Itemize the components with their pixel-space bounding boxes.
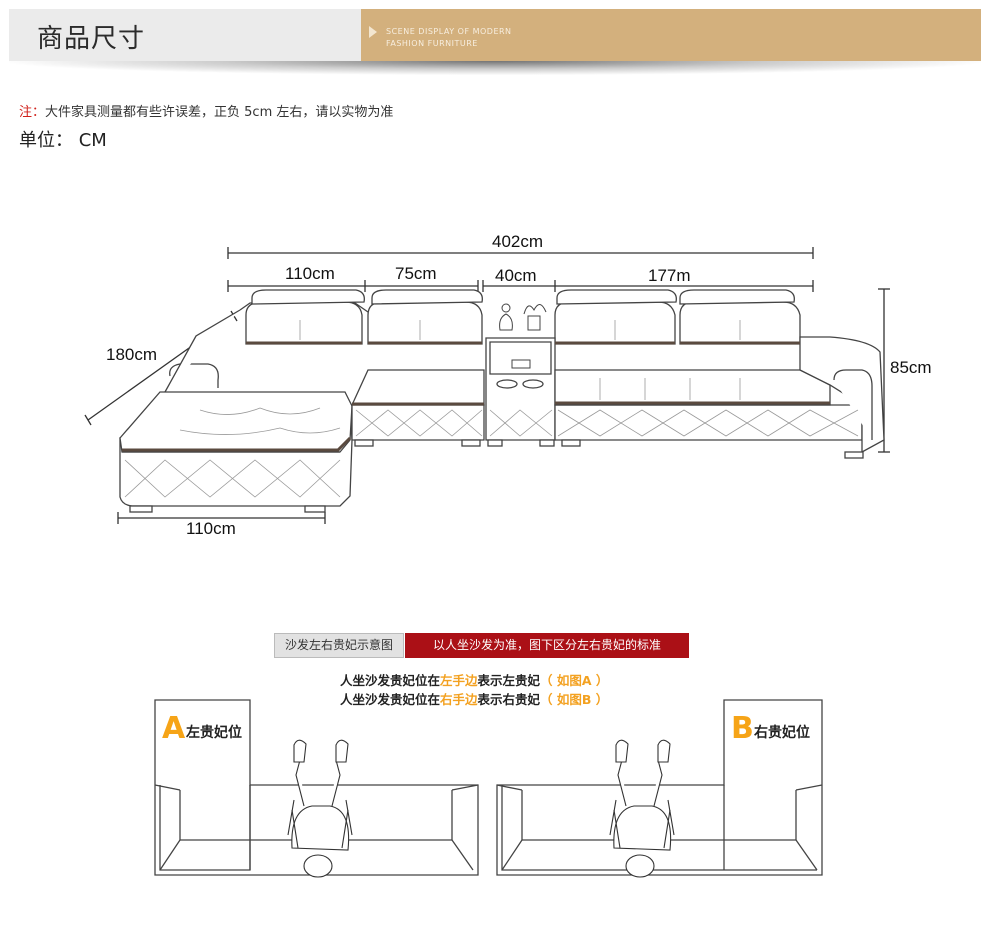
person-figure-a — [287, 739, 353, 878]
diagram-b-sofa — [496, 699, 823, 876]
header-shadow — [9, 61, 981, 75]
unit-label: 单位： CM — [19, 130, 107, 151]
explain-line2-highlight: 右手边 — [440, 692, 478, 707]
dimension-total-width: 402cm — [492, 232, 544, 251]
dimension-height: 85cm — [890, 358, 932, 377]
diagram-b-label: 右贵妃位 — [754, 725, 810, 741]
header-title: 商品尺寸 — [37, 24, 146, 54]
explain-line1-post: 表示左贵妃 — [477, 673, 541, 688]
explain-line1-tag: （ 如图A ） — [540, 673, 609, 688]
note-prefix: 注： — [19, 105, 46, 120]
dimension-console: 40cm — [495, 266, 537, 285]
explain-line2-pre: 人坐沙发贵妃位在 — [340, 692, 441, 707]
section-header: 商品尺寸 SCENE DISPLAY OF MODERN FASHION FUR… — [9, 9, 981, 61]
explain-line1-pre: 人坐沙发贵妃位在 — [340, 673, 441, 688]
diagram-a-letter: A — [162, 711, 186, 746]
header-title-panel: 商品尺寸 — [9, 9, 361, 61]
diagram-a-label: 左贵妃位 — [186, 725, 242, 741]
header-subtitle: SCENE DISPLAY OF MODERN FASHION FURNITUR… — [386, 26, 512, 50]
dimension-middle: 75cm — [395, 264, 437, 283]
dimension-right-section: 177m — [648, 266, 691, 285]
console-decor — [499, 303, 547, 369]
header-subtitle-line1: SCENE DISPLAY OF MODERN — [386, 27, 512, 36]
dimension-chaise-width: 110cm — [186, 519, 236, 538]
legend-banner: 以人坐沙发为准，图下区分左右贵妃的标准 — [405, 633, 689, 658]
sofa-trim — [122, 341, 830, 452]
dimension-depth: 180cm — [106, 345, 158, 364]
header-subtitle-panel: SCENE DISPLAY OF MODERN FASHION FURNITUR… — [361, 9, 981, 61]
explain-line1-highlight: 左手边 — [440, 673, 478, 688]
chaise-explanation: 人坐沙发贵妃位在左手边表示左贵妃（ 如图A ） 人坐沙发贵妃位在右手边表示右贵妃… — [340, 671, 608, 709]
explain-line2-post: 表示右贵妃 — [477, 692, 541, 707]
dimension-chaise-back: 110cm — [285, 264, 335, 283]
explain-line2-tag: （ 如图B ） — [540, 692, 609, 707]
explain-line-right: 人坐沙发贵妃位在右手边表示右贵妃（ 如图B ） — [340, 690, 608, 709]
note-text: 大件家具测量都有些许误差，正负 5cm 左右，请以实物为准 — [45, 105, 394, 120]
explain-line-left: 人坐沙发贵妃位在左手边表示左贵妃（ 如图A ） — [340, 671, 608, 690]
header-subtitle-line2: FASHION FURNITURE — [386, 39, 478, 48]
stitching — [124, 320, 859, 498]
measurement-note: 注：大件家具测量都有些许误差，正负 5cm 左右，请以实物为准 — [19, 101, 393, 120]
person-figure-b — [609, 739, 675, 878]
diagram-b-letter: B — [731, 711, 754, 746]
arrow-right-icon — [369, 26, 377, 38]
legend-label: 沙发左右贵妃示意图 — [274, 633, 404, 658]
